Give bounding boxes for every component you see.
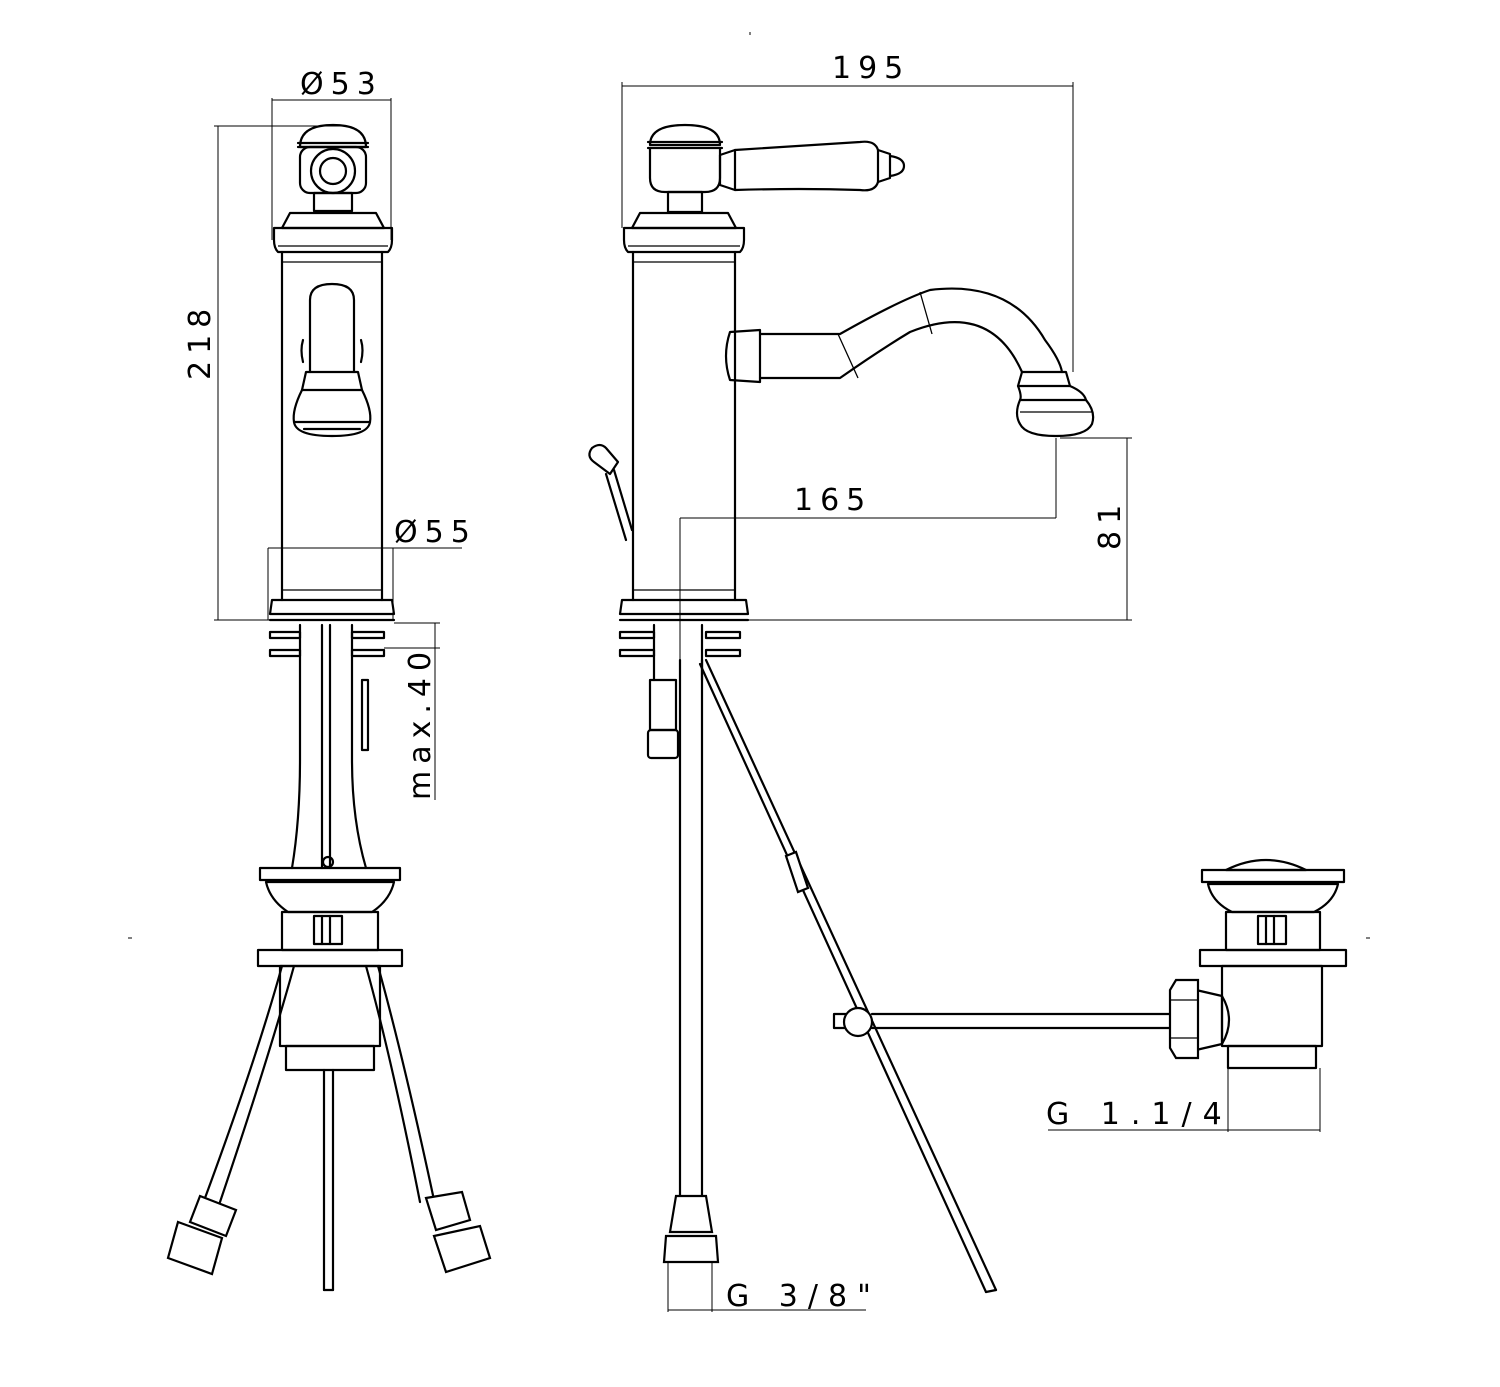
dimension-lines	[128, 32, 1370, 1312]
side-spout	[724, 287, 1095, 438]
front-waste	[256, 866, 404, 1292]
side-body	[631, 250, 737, 602]
front-base	[268, 598, 396, 658]
label-diameter-55: Ø55	[394, 515, 477, 550]
dimension-labels: Ø53 218 Ø55 max.40 195 165 81 G 3/8" G 1…	[183, 51, 1233, 1314]
label-height-81: 81	[1093, 498, 1128, 550]
front-cap	[272, 211, 394, 254]
label-max-40: max.40	[403, 645, 438, 800]
label-width-195: 195	[832, 51, 910, 86]
front-shank	[290, 623, 370, 870]
front-hoses	[166, 964, 492, 1276]
side-base	[618, 598, 750, 658]
side-lever	[718, 140, 906, 192]
label-height-218: 218	[183, 302, 218, 380]
side-shank	[646, 623, 720, 1264]
label-thread-g38: G 3/8"	[726, 1279, 881, 1314]
side-pull-rod	[698, 658, 998, 1294]
side-handle-knob	[646, 123, 724, 214]
label-thread-g114: G 1.1/4	[1046, 1097, 1233, 1132]
front-handle-knob	[296, 123, 370, 213]
side-view	[588, 123, 1172, 1294]
label-diameter-53: Ø53	[300, 67, 383, 102]
front-view	[166, 123, 492, 1292]
side-popup-rod	[588, 443, 634, 542]
front-spout	[292, 282, 372, 438]
waste-side-view	[1168, 858, 1348, 1070]
label-reach-165: 165	[794, 483, 872, 518]
side-cap	[622, 211, 746, 254]
front-body	[280, 250, 384, 602]
waste-lever-rod	[832, 1006, 1172, 1038]
